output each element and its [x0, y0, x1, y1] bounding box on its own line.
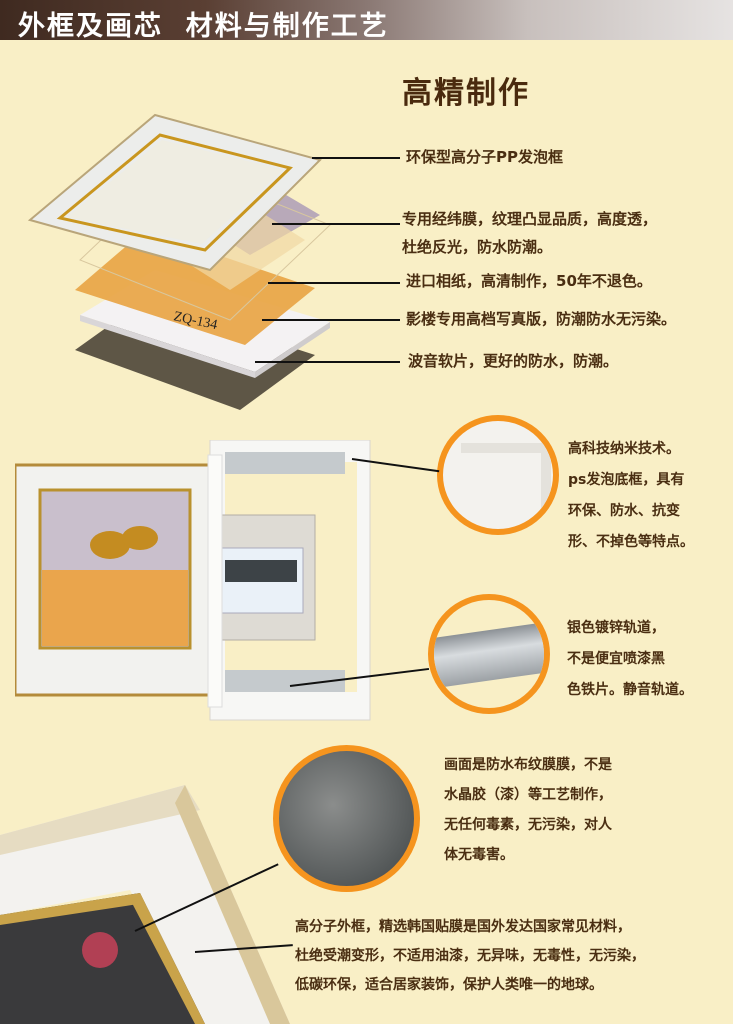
callout-film-line2: 杜绝反光，防水防潮。 [402, 238, 553, 256]
zoom-circle-rail [428, 594, 550, 714]
callout-film: 专用经纬膜，纹理凸显品质，高度透， 杜绝反光，防水防潮。 [402, 205, 657, 261]
callout-line: 杜绝受潮变形，不适用油漆，无异味，无毒性，无污染， [295, 948, 645, 964]
callout-line: 画面是防水布纹膜膜，不是 [444, 757, 612, 773]
callout-line: ps发泡底框，具有 [568, 472, 685, 488]
callout-rail: 银色镀锌轨道， 不是便宜喷漆黑 色铁片。静音轨道。 [567, 613, 693, 706]
leader-line [272, 223, 400, 225]
title-banner: 外框及画芯 材料与制作工艺 [0, 0, 733, 42]
callout-outer-frame: 高分子外框，精选韩国贴膜是国外发达国家常见材料， 杜绝受潮变形，不适用油漆，无异… [295, 913, 645, 1000]
leader-line [268, 282, 400, 284]
frame-corner-detail [461, 443, 551, 529]
exploded-frame-diagram: ZQ-134 [27, 113, 331, 410]
callout-pp-frame: 环保型高分子PP发泡框 [406, 148, 563, 166]
callout-line: 低碳环保，适合居家装饰，保护人类唯一的地球。 [295, 977, 603, 993]
frame-corner-photo [0, 785, 290, 1024]
leader-line [255, 361, 400, 363]
callout-studio-board: 影楼专用高档写真版，防潮防水无污染。 [406, 310, 677, 328]
sliding-frame-photo [15, 440, 371, 721]
leader-line [262, 319, 400, 321]
zoom-circle-frame [437, 415, 559, 535]
callout-line: 水晶胶（漆）等工艺制作， [444, 787, 612, 803]
callout-line: 环保、防水、抗变 [568, 503, 680, 519]
callout-line: 不是便宜喷漆黑 [567, 651, 665, 667]
section-heading: 高精制作 [402, 76, 530, 111]
callout-waterproof-film: 画面是防水布纹膜膜，不是 水晶胶（漆）等工艺制作， 无任何毒素，无污染，对人 体… [444, 750, 612, 870]
callout-foam-frame: 高科技纳米技术。 ps发泡底框，具有 环保、防水、抗变 形、不掉色等特点。 [568, 434, 694, 558]
callout-line: 银色镀锌轨道， [567, 620, 665, 636]
callout-photo-paper: 进口相纸，高清制作，50年不退色。 [406, 272, 652, 290]
banner-title: 外框及画芯 材料与制作工艺 [18, 11, 389, 42]
zoom-circle-film [273, 745, 420, 892]
callout-film-line1: 专用经纬膜，纹理凸显品质，高度透， [402, 210, 658, 228]
callout-backing-sheet: 波音软片，更好的防水，防潮。 [408, 352, 619, 370]
callout-line: 形、不掉色等特点。 [568, 534, 694, 550]
leader-line [312, 157, 400, 159]
rail-detail [434, 621, 544, 689]
callout-line: 色铁片。静音轨道。 [567, 682, 693, 698]
callout-line: 无任何毒素，无污染，对人 [444, 817, 612, 833]
callout-line: 高分子外框，精选韩国贴膜是国外发达国家常见材料， [295, 919, 631, 935]
callout-line: 体无毒害。 [444, 847, 514, 863]
callout-line: 高科技纳米技术。 [568, 441, 680, 457]
